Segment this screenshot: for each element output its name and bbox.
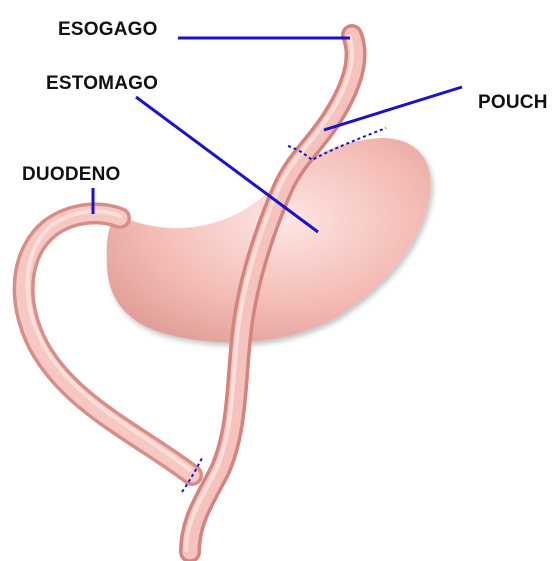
label-esogago: ESOGAGO [58, 19, 158, 40]
label-estomago: ESTOMAGO [46, 73, 158, 94]
label-duodeno: DUODENO [22, 164, 121, 185]
label-pouch: POUCH [478, 92, 548, 113]
